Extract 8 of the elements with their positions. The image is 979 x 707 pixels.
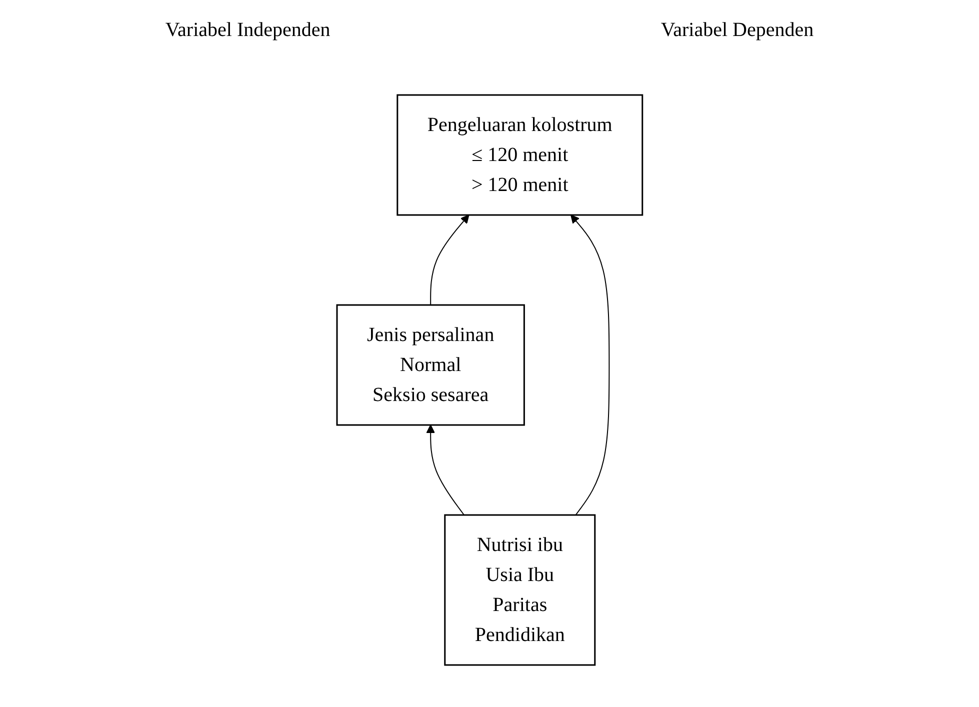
column-heading: Variabel Independen xyxy=(165,18,330,42)
arrow xyxy=(426,424,464,516)
arrow xyxy=(430,214,470,306)
column-heading: Variabel Dependen xyxy=(660,18,814,42)
node-box: Jenis persalinan Normal Seksio sesarea xyxy=(336,304,525,426)
arrow xyxy=(570,214,610,516)
node-box: Pengeluaran kolostrum ≤ 120 menit > 120 menit xyxy=(396,94,643,216)
node-box: Nutrisi ibu Usia Ibu Paritas Pendidikan xyxy=(444,514,596,666)
